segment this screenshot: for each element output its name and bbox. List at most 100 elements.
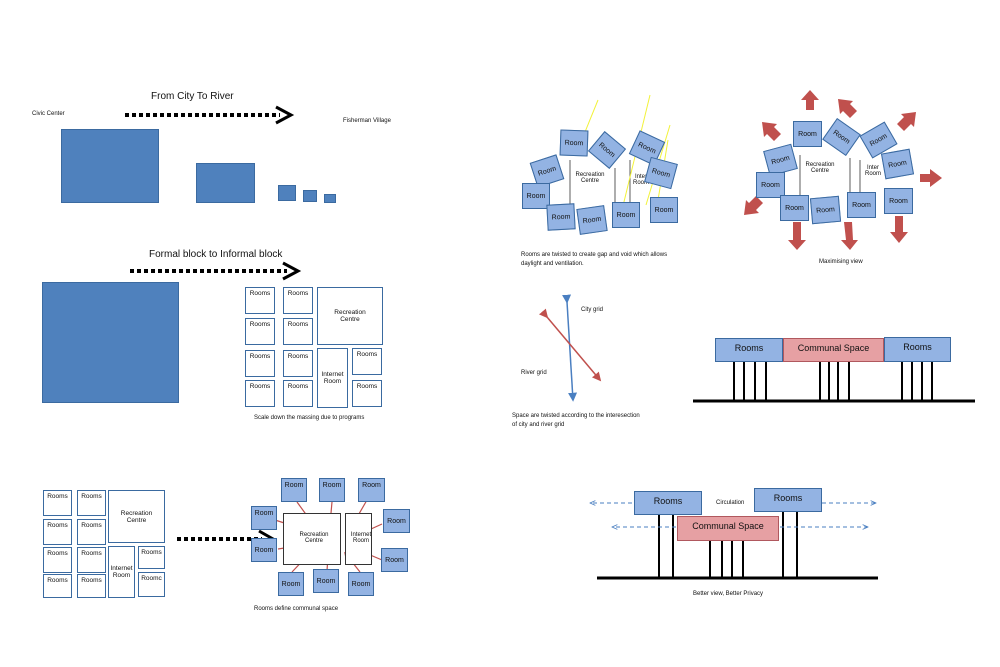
room-block: Rooms — [352, 348, 382, 375]
columns — [658, 510, 798, 577]
view-arrow — [744, 196, 763, 215]
internet-room-block: Internet Room — [108, 546, 135, 598]
diagram5-caption: Maximising view — [819, 259, 863, 265]
room-block-blue: Room — [847, 192, 876, 218]
circulation-label: Circulation — [716, 500, 745, 506]
diagram3-caption: Rooms define communal space — [254, 606, 339, 612]
room-block-blue: Room — [383, 509, 410, 533]
room-block: Rooms — [77, 574, 106, 598]
room-block-blue: Room — [313, 569, 339, 593]
recreation-centre-label: Recreation Centre — [805, 162, 835, 174]
room-block: Rooms — [283, 350, 313, 377]
room-block: Roomc — [138, 572, 165, 597]
diagram1-title: From City To River — [151, 91, 234, 102]
room-block: Rooms — [283, 380, 313, 407]
room-block-blue: Room — [809, 195, 842, 225]
mass-block-large — [61, 129, 159, 203]
room-block: Rooms — [138, 546, 165, 569]
city-grid-arrow — [562, 294, 578, 402]
rooms-section-block: Rooms — [884, 337, 951, 362]
room-block-blue: Room — [281, 478, 307, 502]
room-block-blue: Room — [251, 538, 277, 562]
formal-block — [42, 282, 179, 403]
recreation-centre-label: Recreation Centre — [299, 532, 329, 544]
room-block-blue: Room — [546, 203, 576, 231]
diagram2-caption: Scale down the massing due to programs — [254, 415, 365, 421]
river-grid-label: River grid — [521, 370, 547, 376]
diagram-section-privacy — [590, 503, 878, 580]
internet-room-outline — [345, 513, 372, 565]
room-block-blue: Room — [381, 548, 408, 572]
fisherman-village-label: Fisherman Village — [343, 118, 391, 124]
room-block: Rooms — [43, 490, 72, 516]
room-block: Rooms — [245, 287, 275, 314]
room-block-blue: Room — [793, 121, 822, 147]
internet-room-label: Inter Room — [632, 174, 649, 186]
view-arrow — [801, 90, 819, 110]
diagram8-caption: Better view, Better Privacy — [693, 591, 764, 597]
diagram6-caption-line2: of city and river grid — [512, 422, 565, 428]
diagram6-caption-line1: Space are twisted according to the inter… — [512, 413, 640, 419]
room-block-blue: Room — [756, 172, 785, 198]
view-arrow — [788, 222, 806, 250]
diagram-maximising-view — [744, 90, 942, 250]
room-block-blue: Room — [650, 197, 678, 223]
internet-room-label: Inter Room — [864, 165, 881, 177]
diagram4-caption-line2: daylight and ventilation. — [521, 261, 584, 267]
diagram-city-to-river — [125, 105, 295, 125]
recreation-centre-block: Recreation Centre — [317, 287, 383, 345]
room-block: Rooms — [77, 519, 106, 545]
recreation-centre-outline — [283, 513, 341, 565]
rooms-section-block: Rooms — [634, 491, 702, 515]
room-block-blue: Room — [522, 183, 550, 209]
dotted-arrow-head — [275, 105, 295, 125]
rooms-section-block: Rooms — [715, 338, 783, 362]
diagram2-title: Formal block to Informal block — [149, 249, 283, 260]
room-block-blue: Room — [884, 188, 913, 214]
room-block-blue: Room — [576, 205, 608, 235]
view-arrow — [920, 169, 942, 187]
mass-block-smallest — [324, 194, 336, 203]
room-block-blue: Room — [251, 506, 277, 530]
mass-block-smaller — [303, 190, 317, 202]
room-block-blue: Room — [612, 202, 640, 228]
room-block-blue: Room — [880, 148, 915, 180]
outward-red-arrows — [744, 90, 942, 250]
diagram-grid-intersection — [538, 294, 602, 402]
rooms-section-block: Rooms — [754, 488, 822, 512]
room-block: Rooms — [245, 380, 275, 407]
civic-center-label: Civic Center — [32, 111, 65, 117]
room-block: Rooms — [43, 574, 72, 598]
room-block: Rooms — [283, 287, 313, 314]
internet-room-block: Internet Room — [317, 348, 348, 408]
room-block-blue: Room — [358, 478, 385, 502]
view-arrow — [762, 122, 781, 141]
connector-lines — [569, 160, 631, 205]
diagram-section-communal — [693, 356, 975, 403]
internet-room-label: Internet Room — [350, 532, 372, 544]
room-block-blue: Room — [278, 572, 304, 596]
room-block: Rooms — [77, 490, 106, 516]
diagram4-caption-line1: Rooms are twisted to create gap and void… — [521, 252, 668, 258]
river-grid-arrow — [538, 308, 602, 382]
room-block: Rooms — [352, 380, 382, 407]
dotted-arrow-head — [282, 261, 302, 281]
room-block-blue: Room — [348, 572, 374, 596]
recreation-centre-label: Recreation Centre — [575, 172, 605, 184]
mass-block-medium — [196, 163, 255, 203]
room-block: Rooms — [43, 547, 72, 573]
view-dashed-arrows — [590, 503, 876, 527]
room-block: Rooms — [245, 350, 275, 377]
room-block: Rooms — [77, 547, 106, 573]
room-block-blue: Room — [319, 478, 345, 502]
room-block-blue: Room — [780, 195, 809, 221]
room-block: Rooms — [283, 318, 313, 345]
room-block-blue: Room — [559, 129, 589, 157]
room-block: Rooms — [245, 318, 275, 345]
room-block: Rooms — [43, 519, 72, 545]
columns — [733, 356, 933, 400]
view-arrow — [838, 99, 857, 118]
communal-space-section-block: Communal Space — [677, 516, 779, 541]
view-arrow — [897, 112, 916, 131]
view-arrow — [890, 216, 908, 243]
